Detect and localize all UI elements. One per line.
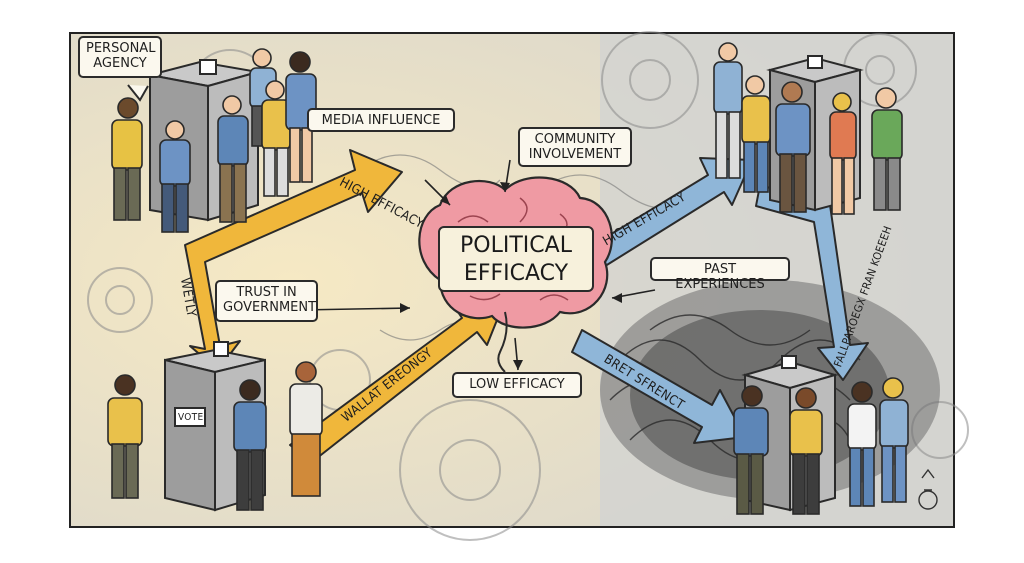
person bbox=[107, 374, 143, 499]
person bbox=[847, 381, 877, 507]
blue-arrow-lower bbox=[571, 329, 746, 444]
person bbox=[111, 97, 143, 221]
person bbox=[289, 361, 323, 497]
person bbox=[733, 385, 769, 515]
person bbox=[217, 95, 249, 223]
label-trust-in-government: TRUST IN GOVERNMENT bbox=[215, 280, 318, 322]
label-media-influence: MEDIA INFLUENCE bbox=[307, 108, 455, 132]
people bbox=[107, 42, 909, 515]
person bbox=[261, 80, 291, 197]
blue-arrows bbox=[571, 157, 869, 444]
yellow-arrow-left-loop bbox=[184, 149, 403, 371]
person bbox=[789, 387, 823, 515]
label-personal-agency: PERSONAL AGENCY bbox=[78, 36, 162, 78]
blue-arrow-right-down bbox=[755, 184, 869, 381]
person bbox=[879, 377, 909, 503]
person bbox=[741, 75, 771, 193]
label-community-involvement: COMMUNITY INVOLVEMENT bbox=[518, 127, 632, 167]
person bbox=[233, 379, 267, 511]
center-title-political-efficacy: POLITICAL EFFICACY bbox=[438, 226, 594, 292]
label-low-efficacy: LOW EFFICACY bbox=[452, 372, 582, 398]
yellow-arrows bbox=[184, 149, 506, 463]
yellow-arrow-lower bbox=[289, 299, 506, 463]
artist-signature bbox=[918, 468, 938, 510]
person bbox=[159, 120, 191, 233]
connector-arrowheads bbox=[400, 182, 622, 370]
person bbox=[871, 87, 903, 211]
person bbox=[713, 42, 743, 179]
label-past-experiences: PAST EXPERIENCES bbox=[650, 257, 790, 292]
person bbox=[829, 92, 857, 215]
ballot-box-vote-sign: VOTE bbox=[178, 412, 204, 423]
blue-arrow-upper bbox=[584, 157, 753, 269]
personal-agency-tail bbox=[127, 84, 149, 102]
person bbox=[775, 81, 811, 213]
